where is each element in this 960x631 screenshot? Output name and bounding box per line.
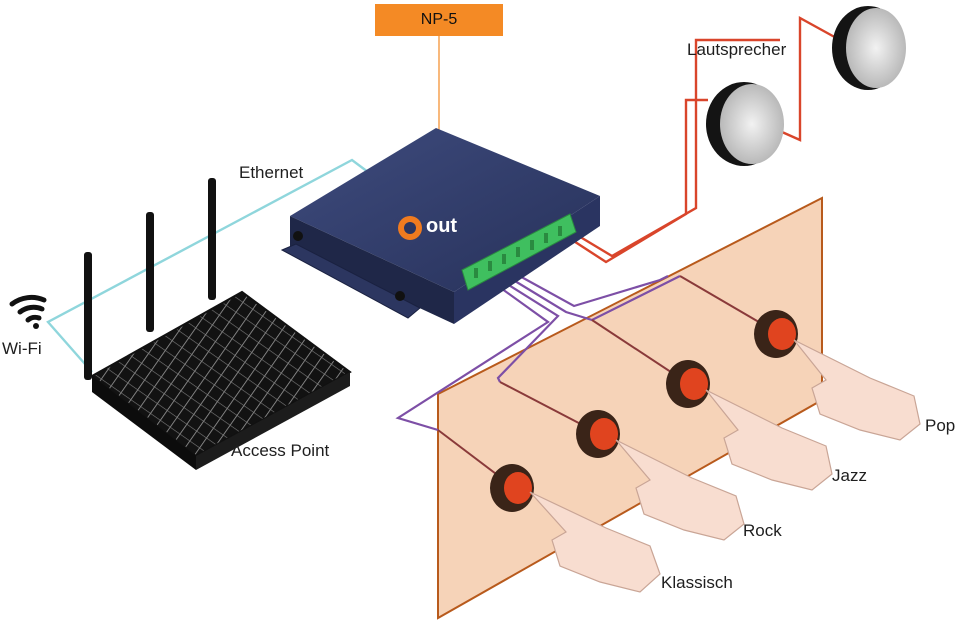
button-label-klassisch: Klassisch bbox=[661, 573, 733, 592]
access-point-label: Access Point bbox=[231, 441, 330, 460]
hand-icon-pop bbox=[793, 339, 921, 441]
wifi-icon bbox=[9, 294, 47, 329]
push-button-pop bbox=[754, 310, 798, 358]
device-brand: out bbox=[426, 215, 457, 237]
router-icon bbox=[84, 178, 352, 470]
speaker-wire-a bbox=[565, 98, 708, 264]
push-button-klassisch bbox=[490, 464, 534, 512]
hand-icon-jazz bbox=[705, 389, 833, 491]
speaker-icon-front bbox=[706, 82, 784, 166]
device-tag: NP-5 bbox=[375, 4, 503, 36]
push-button-rock bbox=[576, 410, 620, 458]
speaker-wire-c bbox=[781, 15, 841, 142]
hand-icon-rock bbox=[615, 439, 745, 541]
button-label-jazz: Jazz bbox=[832, 466, 867, 485]
np5-device-icon: out bbox=[280, 128, 600, 324]
button-wires bbox=[395, 273, 681, 432]
speaker-icon-back bbox=[832, 6, 906, 90]
button-label-pop: Pop bbox=[925, 416, 956, 435]
speakers-label: Lautsprecher bbox=[687, 40, 787, 59]
ethernet-cable bbox=[46, 158, 369, 373]
speaker-wire-b bbox=[571, 38, 780, 258]
ethernet-label: Ethernet bbox=[239, 163, 304, 182]
wifi-label: Wi-Fi bbox=[2, 339, 42, 358]
hand-icon-klassisch bbox=[529, 491, 661, 593]
button-label-rock: Rock bbox=[743, 521, 782, 540]
push-button-jazz bbox=[666, 360, 710, 408]
